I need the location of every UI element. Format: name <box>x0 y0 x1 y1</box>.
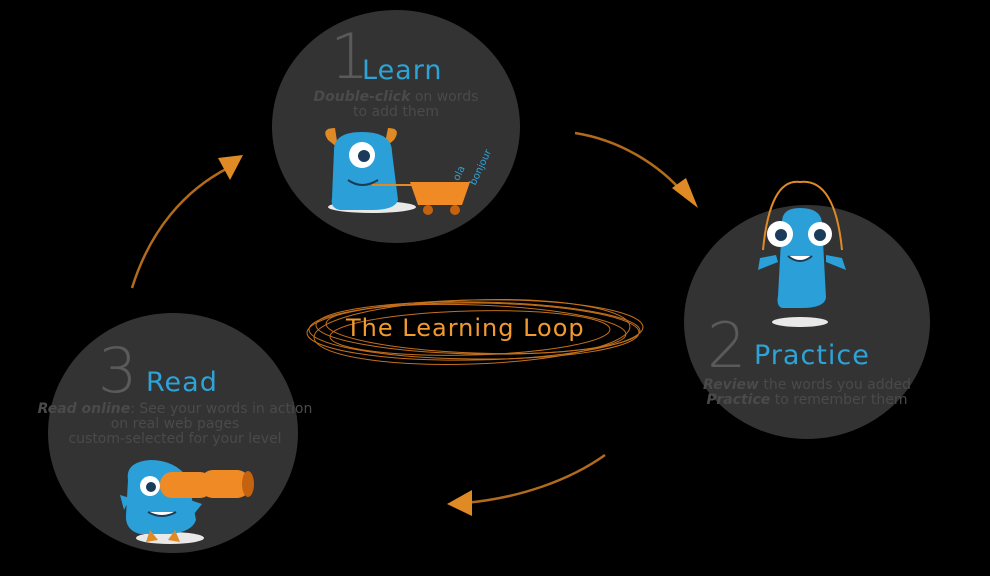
step-read-title: Read <box>146 367 218 398</box>
step-read-description: Read online: See your words in action on… <box>30 402 320 447</box>
step-learn-number: 1 <box>330 20 370 93</box>
arrow-icon <box>447 453 606 516</box>
step-practice-description: Review the words you added Practice to r… <box>690 378 924 408</box>
desc-text: : See your words in action <box>130 401 313 417</box>
desc-text: to remember them <box>770 392 908 408</box>
loop-title: The Learning Loop <box>346 314 585 342</box>
arrow-icon <box>130 155 243 289</box>
step-read-number: 3 <box>98 334 138 407</box>
desc-text: on words <box>410 89 479 105</box>
desc-text: custom-selected for your level <box>68 431 282 447</box>
desc-emphasis: Read online <box>37 401 131 417</box>
desc-emphasis: Review <box>703 377 759 393</box>
desc-emphasis: Double-click <box>313 89 411 105</box>
step-learn-title: Learn <box>362 55 443 86</box>
arrow-icon <box>574 131 698 208</box>
desc-text: the words you added <box>758 377 911 393</box>
desc-emphasis: Practice <box>706 392 771 408</box>
desc-text: on real web pages <box>110 416 240 432</box>
step-practice-title: Practice <box>754 340 870 371</box>
step-practice-number: 2 <box>707 309 747 382</box>
desc-text: to add them <box>353 104 439 120</box>
step-learn-description: Double-click on words to add them <box>286 90 506 120</box>
loop-scribble <box>306 299 644 365</box>
